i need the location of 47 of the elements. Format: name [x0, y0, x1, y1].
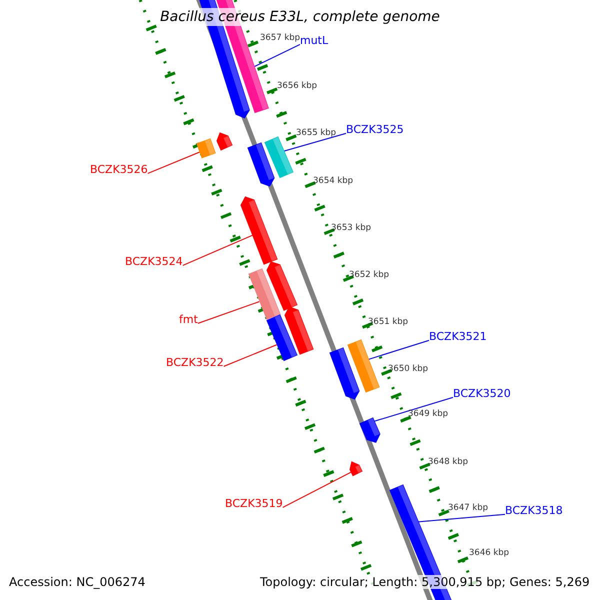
- position-label: 3657 kbp: [260, 33, 300, 43]
- gene-label: BCZK3524: [125, 255, 183, 268]
- position-label: 3651 kbp: [368, 317, 408, 327]
- gene-feature: [241, 197, 278, 265]
- position-label: 3655 kbp: [296, 128, 336, 138]
- gene-label: BCZK3518: [505, 504, 563, 517]
- gene-label: BCZK3521: [429, 330, 487, 343]
- gene-feature: [264, 137, 292, 178]
- leader-line: [197, 301, 260, 324]
- leader-line: [282, 472, 352, 508]
- gene-feature: [350, 462, 362, 476]
- leader-line: [223, 344, 278, 367]
- position-label: 3646 kbp: [469, 548, 510, 558]
- gene-label: BCZK3526: [90, 163, 148, 176]
- leader-line: [417, 514, 506, 522]
- leader-line: [368, 340, 430, 360]
- gene-feature: [360, 418, 380, 442]
- leader-line: [147, 151, 201, 174]
- gene-feature: [285, 307, 314, 354]
- gene-label: BCZK3522: [166, 356, 224, 369]
- gene-feature: [248, 142, 275, 186]
- gene-feature: [197, 138, 216, 158]
- gene-label: BCZK3525: [346, 123, 404, 136]
- gene-feature: [348, 340, 380, 392]
- position-label: 3656 kbp: [277, 81, 318, 91]
- position-label: 3650 kbp: [388, 364, 428, 374]
- leader-line: [373, 396, 454, 422]
- position-label: 3653 kbp: [331, 223, 372, 233]
- genome-summary-text: Topology: circular; Length: 5,300,915 bp; Genes: 5,269: [260, 575, 590, 589]
- gene-feature: [216, 132, 232, 150]
- position-label: 3652 kbp: [349, 270, 390, 280]
- position-label: 3647 kbp: [448, 503, 488, 513]
- leader-line: [182, 234, 254, 266]
- gene-label: BCZK3519: [225, 497, 283, 510]
- gene-label: BCZK3520: [453, 387, 511, 400]
- gene-label: fmt: [179, 313, 198, 326]
- gene-feature: [248, 269, 280, 320]
- leader-line: [254, 44, 300, 67]
- position-label: 3649 kbp: [408, 409, 448, 419]
- leader-line: [282, 132, 346, 152]
- position-label: 3648 kbp: [428, 457, 468, 467]
- gene-label: mutL: [300, 34, 328, 47]
- gene-feature: [266, 262, 296, 311]
- gene-feature: [330, 348, 360, 399]
- gene-feature: [266, 315, 296, 361]
- position-label: 3654 kbp: [313, 176, 354, 186]
- accession-text: Accession: NC_006274: [9, 575, 146, 589]
